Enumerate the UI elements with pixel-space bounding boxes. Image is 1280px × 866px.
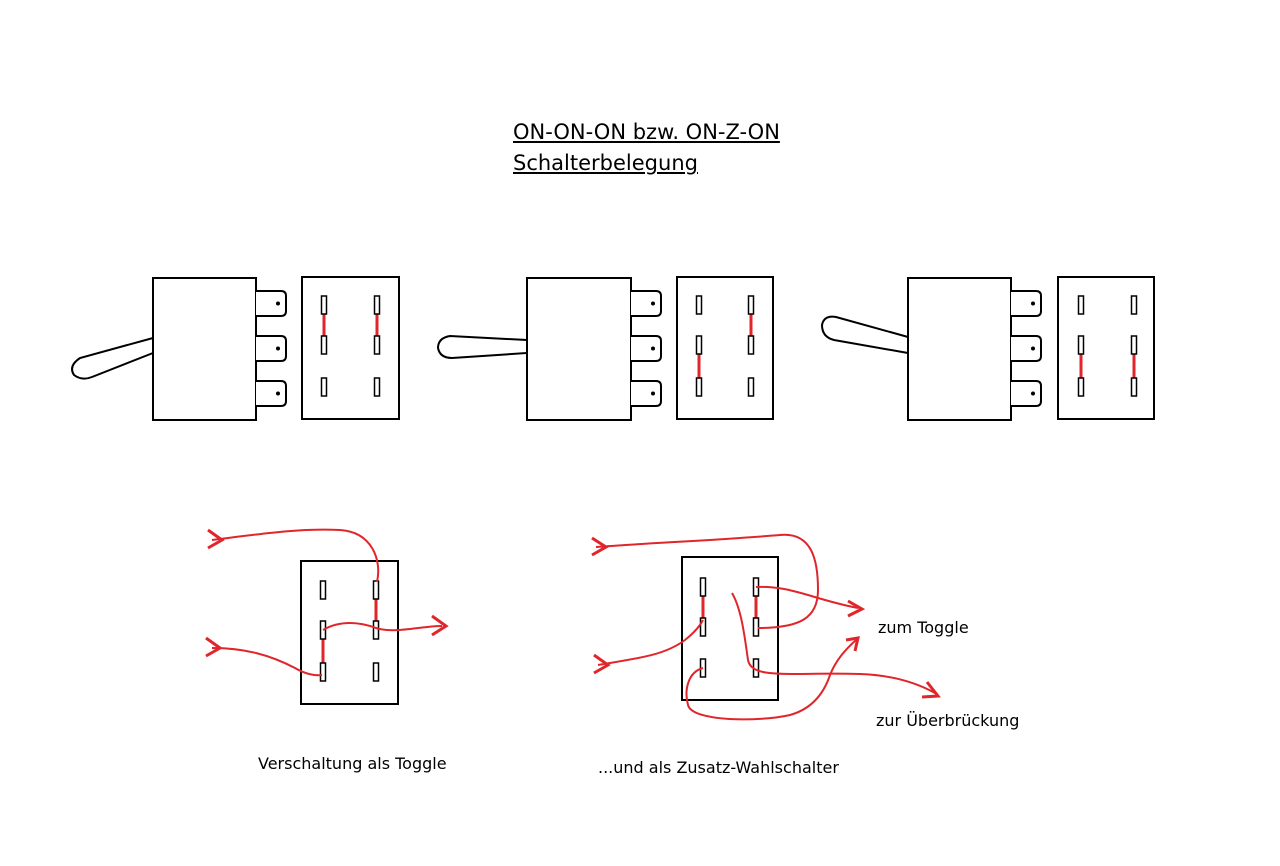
pin — [1077, 335, 1085, 355]
terminal-tab — [1010, 290, 1042, 317]
arrowhead — [921, 681, 941, 699]
pin-plate — [676, 276, 774, 420]
input-wire — [211, 647, 323, 677]
lever-down — [71, 336, 154, 380]
arrowhead — [205, 636, 223, 658]
switch-body — [152, 277, 257, 421]
pin — [747, 335, 755, 355]
pin-plate — [1057, 276, 1155, 420]
diagram-subtitle: Schalterbelegung — [513, 151, 698, 175]
arrowhead — [845, 636, 860, 652]
input-wire — [211, 528, 380, 583]
switch-position-2 — [436, 276, 774, 421]
pin-plate — [301, 276, 400, 420]
output-wire-bridge — [731, 592, 936, 694]
loop-wire — [685, 639, 857, 721]
arrowhead — [847, 599, 866, 618]
pin — [1077, 295, 1085, 315]
pin — [695, 377, 703, 397]
pin — [695, 295, 703, 315]
pin — [747, 377, 755, 397]
switch-position-3 — [820, 276, 1155, 421]
switch-body — [907, 277, 1012, 421]
switch-position-1 — [71, 276, 400, 421]
terminal-tab — [630, 290, 662, 317]
input-wire — [597, 619, 704, 666]
pin — [372, 580, 380, 600]
caption-toggle: Verschaltung als Toggle — [258, 754, 447, 773]
lever-up — [820, 315, 909, 355]
label-to-bridge: zur Überbrückung — [876, 711, 1020, 730]
selector-wiring — [591, 533, 941, 721]
input-wire — [595, 533, 820, 629]
pin — [320, 377, 328, 397]
terminal-tab — [255, 380, 287, 407]
pin — [752, 617, 760, 637]
pin — [373, 295, 381, 315]
output-wire — [322, 622, 443, 632]
pin — [1130, 377, 1138, 397]
switch-body — [526, 277, 632, 421]
label-to-toggle: zum Toggle — [878, 618, 969, 637]
lever-center — [436, 334, 528, 360]
pin — [373, 335, 381, 355]
pin — [320, 335, 328, 355]
pin — [372, 620, 380, 640]
pin — [747, 295, 755, 315]
arrowhead — [593, 653, 611, 675]
terminal-tab — [255, 290, 287, 317]
diagram-title: ON-ON-ON bzw. ON-Z-ON — [513, 120, 780, 144]
caption-selector: ...und als Zusatz-Wahlschalter — [598, 758, 839, 777]
terminal-tab — [1010, 335, 1042, 362]
arrowhead — [591, 536, 609, 557]
pin — [319, 662, 327, 682]
terminal-tab — [630, 335, 662, 362]
pin — [699, 577, 707, 597]
terminal-tab — [1010, 380, 1042, 407]
output-wire-toggle — [755, 585, 859, 609]
arrowhead — [207, 528, 225, 550]
pin — [1077, 377, 1085, 397]
pin — [319, 580, 327, 600]
terminal-tab — [255, 335, 287, 362]
arrowhead — [431, 614, 449, 637]
pin — [372, 662, 380, 682]
pin — [1130, 295, 1138, 315]
pin — [1130, 335, 1138, 355]
pin — [320, 295, 328, 315]
terminal-tab — [630, 380, 662, 407]
pin — [373, 377, 381, 397]
toggle-wiring — [205, 528, 449, 705]
pin-plate — [300, 560, 399, 705]
pin — [695, 335, 703, 355]
